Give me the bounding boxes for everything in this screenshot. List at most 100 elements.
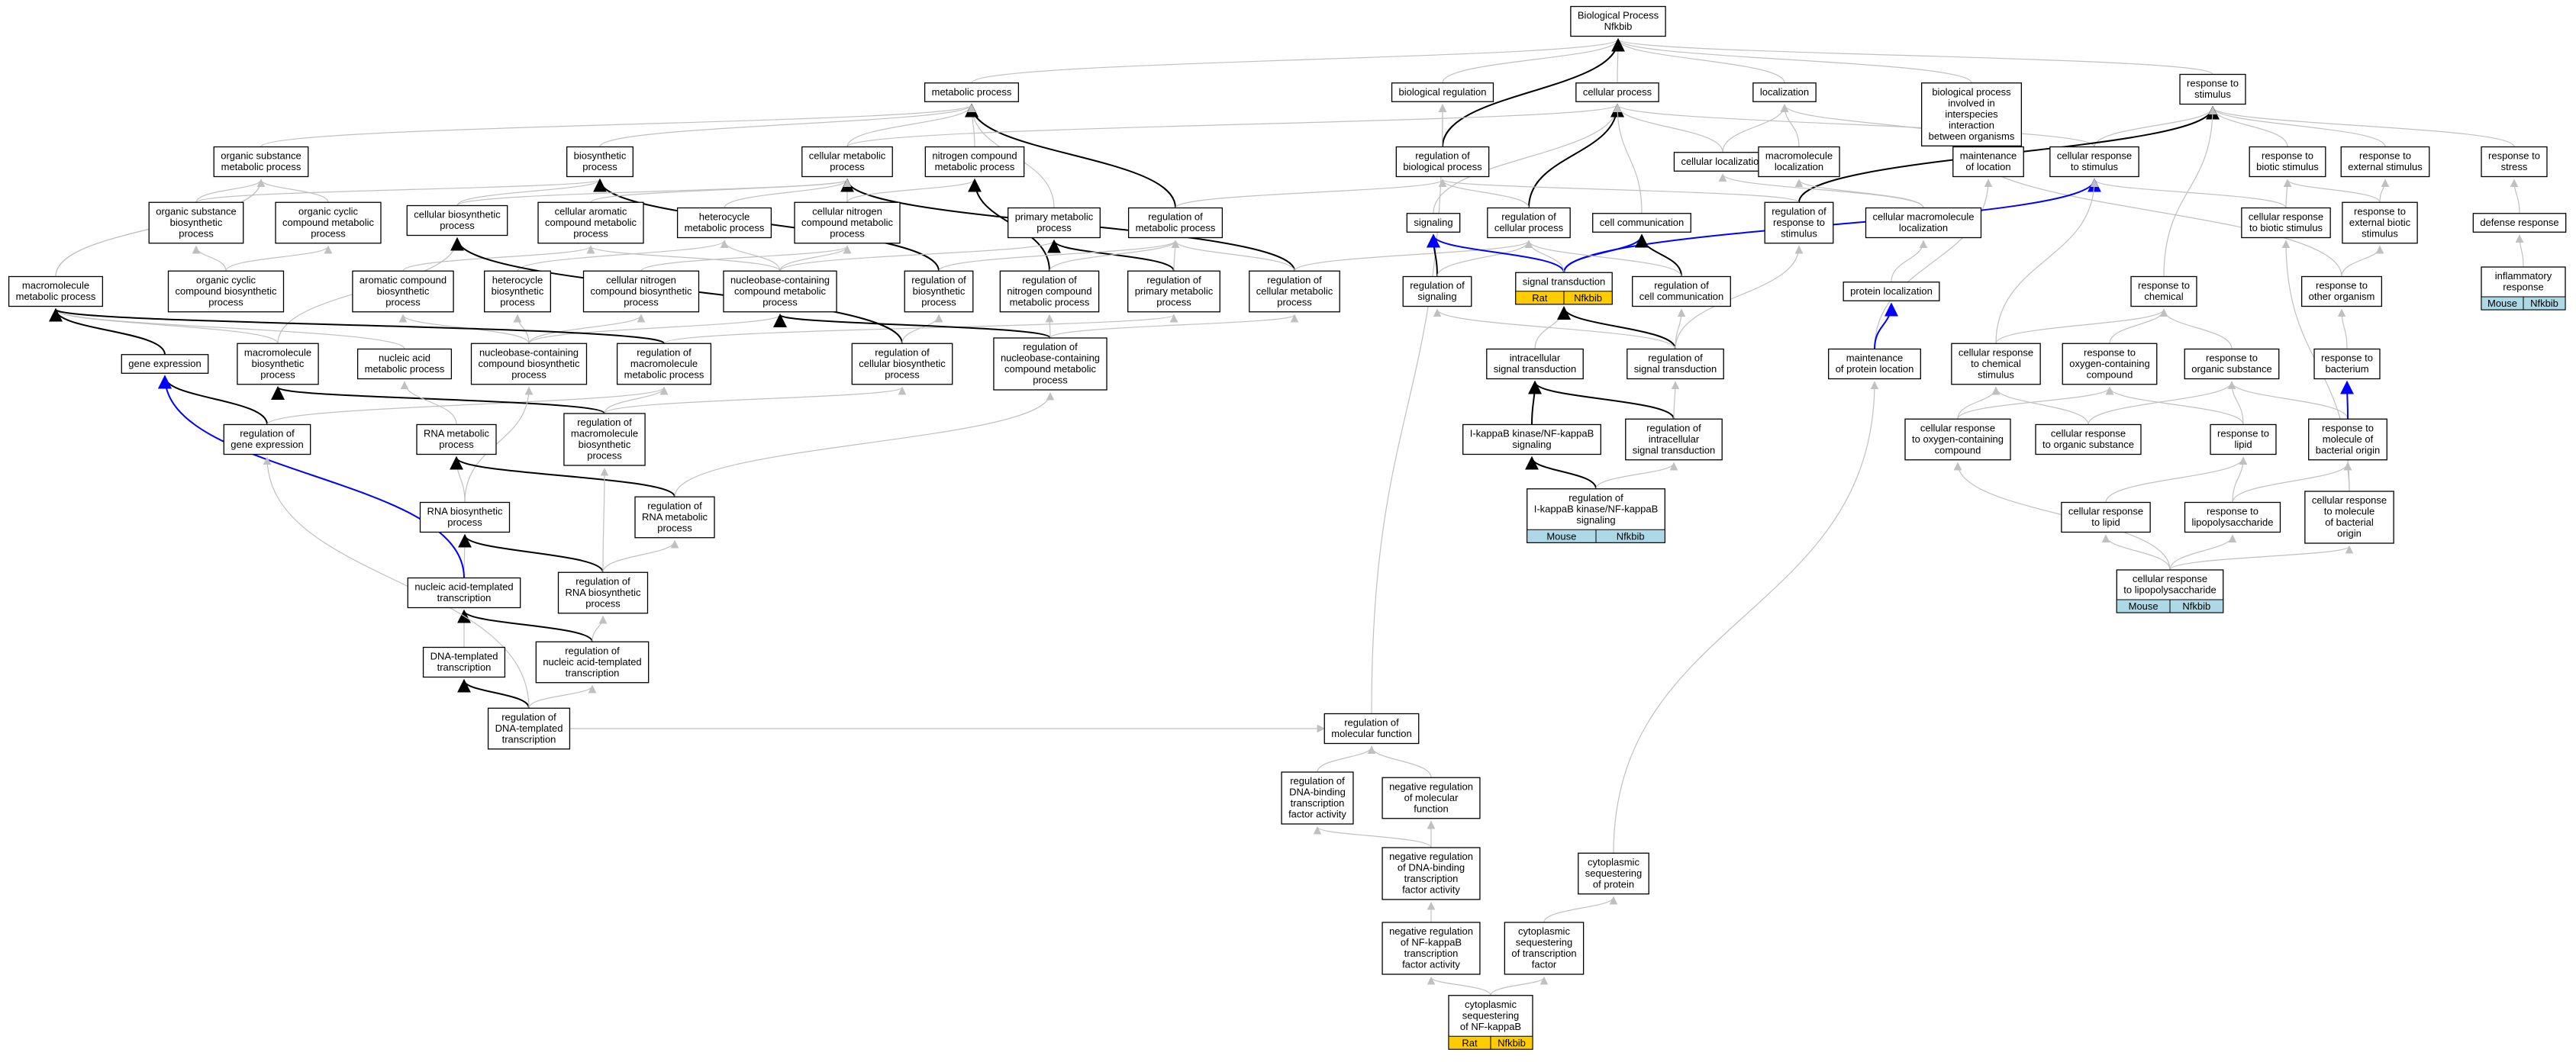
node-metabolic[interactable]: metabolic process <box>924 82 1020 102</box>
node-localization[interactable]: localization <box>1752 82 1817 102</box>
node-regikb[interactable]: regulation ofI-kappaB kinase/NF-kappaBsi… <box>1527 488 1665 543</box>
edge-regmacrobio-to-macrobio <box>271 385 605 414</box>
node-regnucbasemet[interactable]: regulation ofnucleobase-containingcompou… <box>993 337 1107 391</box>
node-label-line: metabolic process <box>1136 222 1216 233</box>
node-regmacrobio[interactable]: regulation ofmacromoleculebiosyntheticpr… <box>563 413 646 466</box>
node-protloc[interactable]: protein localization <box>1843 282 1940 301</box>
node-cellcomm[interactable]: cell communication <box>1592 213 1691 233</box>
node-defense[interactable]: defense response <box>2472 213 2567 233</box>
node-signaling[interactable]: signaling <box>1406 213 1461 233</box>
node-cellloc[interactable]: cellular localization <box>1673 152 1772 172</box>
node-regdnabind[interactable]: regulation ofDNA-bindingtranscriptionfac… <box>1281 771 1354 825</box>
node-geneexp[interactable]: gene expression <box>121 354 209 374</box>
node-label-line: to biotic stimulus <box>2249 222 2323 233</box>
node-label-line: intracellular <box>1649 433 1700 445</box>
node-cellproc[interactable]: cellular process <box>1575 82 1659 102</box>
species-badge <box>1563 291 1613 305</box>
node-bioreg[interactable]: biological regulation <box>1391 82 1494 102</box>
